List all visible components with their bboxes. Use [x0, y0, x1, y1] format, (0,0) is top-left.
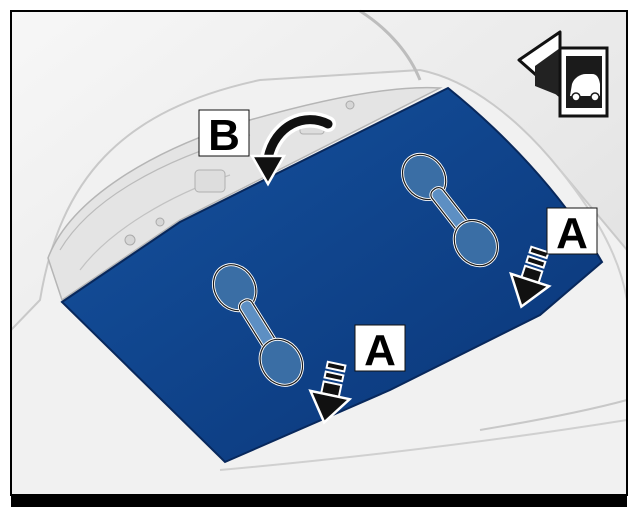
callout-b-label: B — [208, 111, 240, 160]
suction-cup-lifter-left — [211, 263, 305, 387]
windscreen-glass — [60, 86, 604, 464]
callout-a-right: A — [546, 207, 598, 258]
callout-b: B — [198, 109, 250, 160]
suction-cup-lifter-right — [401, 152, 499, 268]
bottom-bar — [11, 495, 627, 507]
curved-arrow-icon — [249, 111, 336, 187]
callout-a-left: A — [354, 324, 406, 375]
callout-a-right-label: A — [556, 209, 588, 258]
car-direction-arrow-icon — [517, 30, 609, 118]
down-arrow-icon — [308, 360, 353, 425]
down-arrow-icon — [509, 245, 552, 309]
callout-a-left-label: A — [364, 326, 396, 375]
